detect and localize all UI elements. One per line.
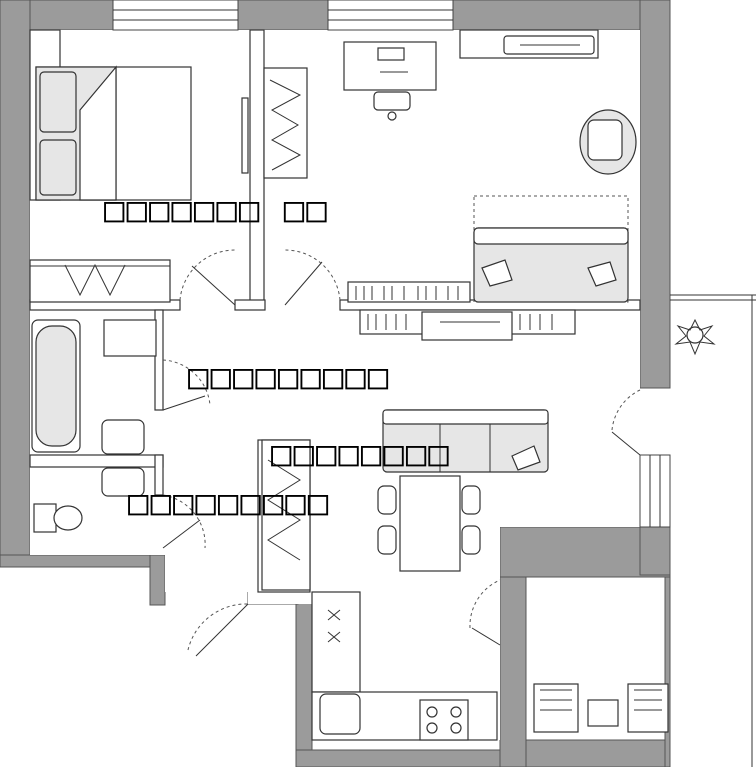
plant-icon (674, 318, 716, 356)
sink (319, 693, 361, 735)
room-label-hallway: □□□□□□□□□ (188, 357, 391, 397)
kitchen (311, 591, 498, 741)
balcony-furniture (533, 683, 669, 733)
bedroom-furniture (29, 29, 308, 303)
room-label-living: □□□□□□□□ (271, 434, 451, 474)
balcony (670, 294, 756, 767)
sink (101, 467, 145, 497)
shelf (29, 259, 171, 303)
chair (533, 683, 579, 733)
sink (101, 419, 145, 455)
cushion (481, 259, 513, 287)
wardrobe (263, 67, 308, 179)
study-furniture (343, 29, 637, 303)
toilet (33, 503, 57, 533)
table (587, 699, 619, 727)
counter (311, 591, 361, 693)
stove (419, 699, 469, 741)
dining-table (399, 475, 461, 572)
doors (162, 249, 641, 657)
pillow (39, 71, 77, 133)
bathroom-fixtures (31, 319, 157, 533)
washing-machine (103, 319, 157, 357)
room-label-bedroom: □□□□□□□ □□ (104, 190, 329, 230)
room-label-bathroom: □□□□□□□□□ (128, 483, 331, 523)
living-furniture (261, 409, 549, 591)
living-storage (359, 309, 576, 341)
windows (112, 0, 671, 528)
pillow (39, 139, 77, 196)
desk-chair (373, 91, 411, 111)
cushion (587, 261, 617, 287)
chair (627, 683, 669, 733)
cushion (511, 445, 541, 471)
floor-area (30, 30, 640, 740)
bookshelf (347, 281, 471, 303)
closet (261, 439, 311, 591)
